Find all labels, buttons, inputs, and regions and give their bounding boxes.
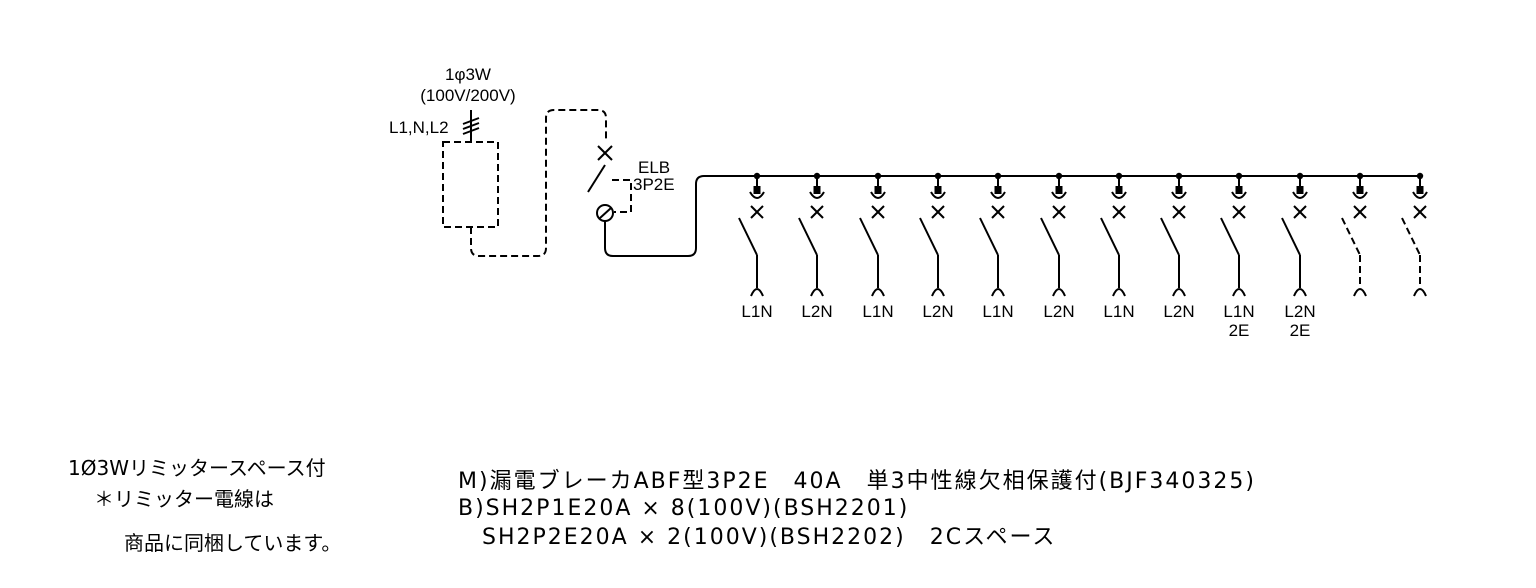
branch-breaker-blade [919, 217, 939, 256]
spec-line-3: SH2P2E20A × 2(100V)(BSH2202) 2Cスペース [458, 525, 1056, 550]
main-breaker-elb [587, 145, 1420, 257]
circuit-label: L1N [1103, 302, 1134, 321]
circuit-label: L1N [741, 302, 772, 321]
circuit-label: L1N [1223, 302, 1254, 321]
branch-breaker-blade [738, 217, 758, 256]
plug-in-connector [1235, 186, 1243, 194]
spare-breaker-blade [1341, 217, 1361, 256]
circuit-label: L2N [1163, 302, 1194, 321]
incoming-feeder [462, 110, 480, 142]
branch-breaker-blade [979, 217, 999, 256]
plug-in-connector [1175, 186, 1183, 194]
branch-circuit [1341, 172, 1368, 297]
branch-circuit: L2N [798, 172, 833, 321]
plug-in-connector [753, 186, 761, 194]
branch-breaker-blade [1220, 217, 1240, 256]
plug-in-connector [994, 186, 1002, 194]
branch-circuit: L2N [1040, 172, 1075, 321]
circuit-earth-label: 2E [1229, 321, 1250, 340]
branch-breaker-blade [1040, 217, 1060, 256]
plug-in-connector [1416, 186, 1424, 194]
branch-breaker-blade [1160, 217, 1180, 256]
plug-in-connector [934, 186, 942, 194]
branch-circuit: L1N [1100, 172, 1135, 321]
main-breaker-poles-label: 3P2E [633, 175, 675, 194]
circuit-label: L2N [1043, 302, 1074, 321]
branch-breaker-blade [859, 217, 879, 256]
spec-line-2: B)SH2P1E20A × 8(100V)(BSH2201) [458, 496, 909, 521]
circuit-label: L1N [862, 302, 893, 321]
branch-circuit: L1N [979, 172, 1014, 321]
branch-breaker-blade [1100, 217, 1120, 256]
spec-line-1: M)漏電ブレーカABF型3P2E 40A 単3中性線欠相保護付(BJF34032… [458, 469, 1256, 494]
supply-phase-label: 1φ3W [445, 65, 491, 84]
supply-voltage-label: (100V/200V) [420, 86, 515, 105]
note-line-3: 商品に同梱しています。 [124, 531, 341, 555]
circuit-label: L2N [1284, 302, 1315, 321]
branch-circuit: L1N [738, 172, 773, 321]
main-breaker-name-label: ELB [638, 158, 670, 177]
note-line-2: ＊リミッター電線は [94, 487, 274, 511]
plug-in-connector [1356, 186, 1364, 194]
plug-in-connector [1115, 186, 1123, 194]
circuit-label: L2N [801, 302, 832, 321]
supply-lines-label: L1,N,L2 [389, 118, 449, 137]
branch-breaker-blade [798, 217, 818, 256]
branch-circuit: L2N [1160, 172, 1195, 321]
plug-in-connector [1055, 186, 1063, 194]
limiter-wire [470, 109, 607, 257]
plug-in-connector [1296, 186, 1304, 194]
note-line-1: 1Ø3Wリミッタースペース付 [68, 456, 326, 480]
branch-circuit [1401, 172, 1428, 297]
circuit-label: L1N [982, 302, 1013, 321]
limiter-space-box [442, 141, 499, 228]
plug-in-connector [874, 186, 882, 194]
plug-in-connector [813, 186, 821, 194]
circuit-earth-label: 2E [1290, 321, 1311, 340]
branch-circuit: L1N [859, 172, 894, 321]
branch-circuit: L2N [919, 172, 954, 321]
circuit-label: L2N [922, 302, 953, 321]
spare-breaker-blade [1401, 217, 1421, 256]
branch-breaker-blade [1281, 217, 1301, 256]
